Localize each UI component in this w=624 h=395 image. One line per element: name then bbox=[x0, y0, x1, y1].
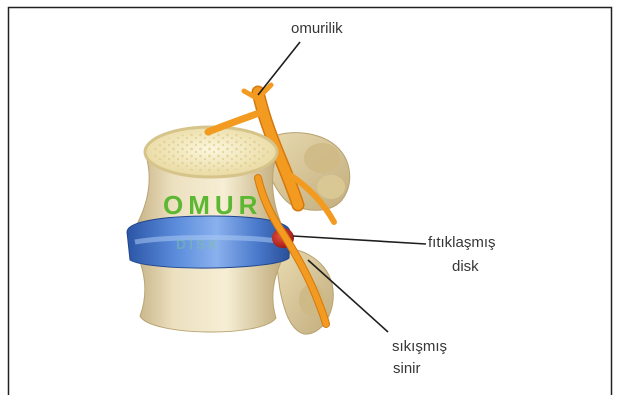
vertebra-top-spongy-bone bbox=[153, 132, 269, 172]
herniated-disc-label-line2: disk bbox=[452, 258, 479, 275]
herniated-disc-label-line1: fıtıklaşmış bbox=[428, 234, 496, 251]
herniated-disc-leader-line bbox=[293, 236, 426, 244]
vertebra-label: OMUR bbox=[163, 190, 262, 220]
compressed-nerve-label-line1: sıkışmış bbox=[392, 338, 447, 355]
disc-label: DİSK bbox=[176, 236, 221, 252]
spinal-cord-leader-line bbox=[258, 42, 300, 95]
compressed-nerve-label-line2: sinir bbox=[393, 360, 421, 377]
transverse-process bbox=[317, 175, 345, 199]
upper-facet-joint bbox=[304, 143, 340, 173]
spinal-cord-label: omurilik bbox=[291, 20, 343, 37]
